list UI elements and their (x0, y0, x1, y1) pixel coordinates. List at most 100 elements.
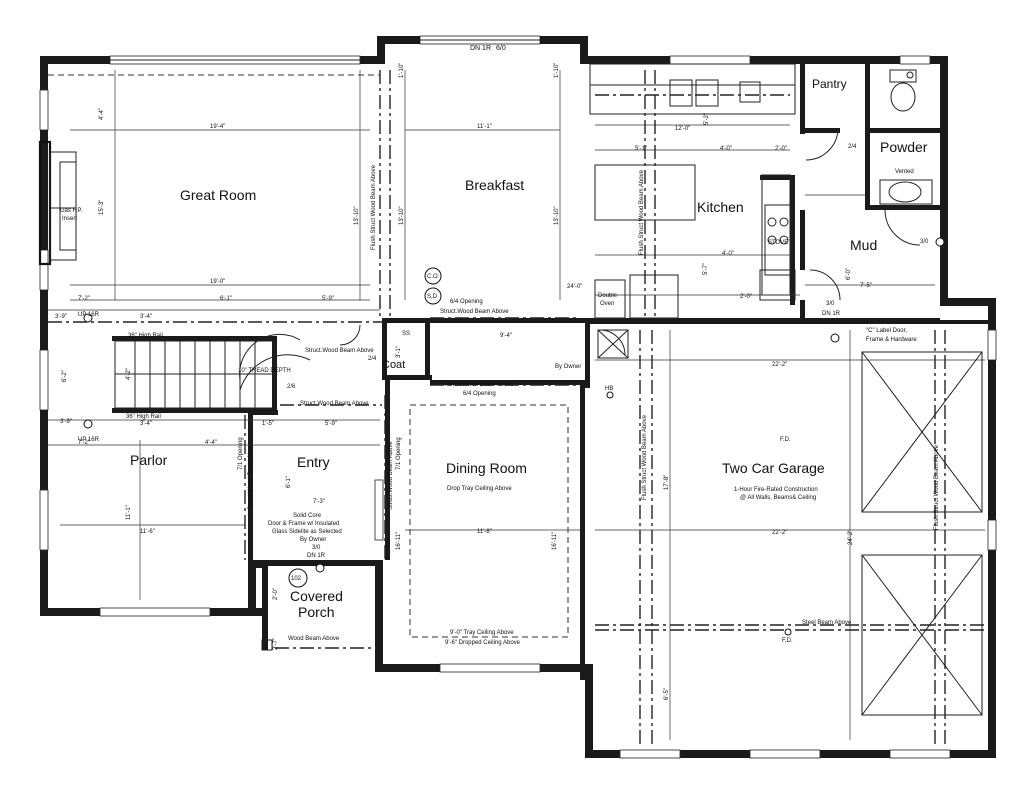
note-co: C.O (427, 274, 438, 280)
dim-6-1: 6'-1" (220, 296, 232, 302)
dim-2-0a: 2'-0" (775, 146, 787, 152)
note-c-label-2: Frame & Hardware (866, 337, 917, 343)
interior-walls (48, 64, 990, 680)
dim-3-9a: 3'-9" (55, 314, 67, 320)
dim-17-8: 17'-8" (664, 475, 670, 490)
note-wood-beam-above: Wood Beam Above (288, 636, 340, 642)
note-3-0-mud: 3/0 (826, 301, 835, 307)
powder-fixtures (879, 69, 933, 205)
room-parlor: Parlor (130, 452, 168, 468)
dim-5-9b: 5'-9" (325, 421, 337, 427)
dim-6-1b: 6'-1" (286, 476, 292, 488)
note-solid-core-1: Solid Core (293, 513, 322, 519)
note-6-0: 6/0 (496, 45, 506, 52)
note-dn-1r-entry: DN 1R (307, 553, 326, 559)
windows (39, 35, 997, 759)
room-kitchen: Kitchen (697, 199, 744, 215)
dim-4-4: 4'-4" (99, 108, 105, 120)
note-stove: STOVE (768, 240, 788, 246)
note-by-owner: By Owner (555, 364, 581, 370)
dim-12-0: 12'-0" (675, 126, 690, 132)
dim-24-2: 24'-2" (848, 530, 854, 545)
dim-2-4b: 2/4 (848, 144, 857, 150)
room-covered-porch-line1: Covered (290, 588, 343, 604)
note-tag-102: 102 (291, 576, 302, 582)
dim-7-5: 7'-5" (860, 283, 872, 289)
dim-3-4a: 3'-4" (140, 314, 152, 320)
dim-6-5: 6'-5" (664, 688, 670, 700)
room-mud: Mud (850, 237, 877, 253)
dimension-lines (48, 70, 985, 740)
note-6-4-opening-2: 6/4 Opening (463, 391, 496, 397)
dim-1-10b: 1'-10" (554, 63, 560, 78)
kitchen-island (594, 164, 696, 221)
note-dropped-ceiling: 9'-6" Dropped Ceiling Above (445, 640, 521, 646)
note-solid-core-3: Glass Sidelite as Selected (272, 529, 342, 535)
dim-4-0a: 4'-0" (720, 146, 732, 152)
dim-3-4b: 3'-4" (140, 421, 152, 427)
note-fd-2: F.D. (782, 638, 793, 644)
dim-5-1: 5'-1" (635, 146, 647, 152)
symbols (83, 237, 945, 636)
note-opening-7-1-a: 7/1 Opening (238, 437, 244, 470)
note-struct-beam-v1: Struct.Wood Beam Above (248, 441, 254, 510)
dim-2-0b: 2'-0" (740, 294, 752, 300)
dim-5-9: 5'-9" (322, 296, 334, 302)
note-double-oven-2: Oven (600, 301, 614, 307)
note-6-4-opening-1: 6/4 Opening (450, 299, 483, 305)
note-vented: Vented (895, 169, 914, 175)
dim-11-6: 11'-6" (140, 529, 155, 535)
dim-5-7: 5'-7" (703, 263, 709, 275)
dim-3-9b: 3'-9" (60, 419, 72, 425)
dim-13-10a: 13'-10" (354, 206, 360, 225)
note-flush-beam-1: Flush Struct Wood Beam Above (371, 164, 377, 250)
note-tread-depth: 10" TREAD DEPTH (238, 368, 291, 374)
dim-2-4a: 2/4 (368, 356, 377, 362)
note-flush-beam-4: Flush Struct Wood Beam Above (934, 444, 940, 530)
room-covered-porch-line2: Porch (298, 604, 335, 620)
fireplace (38, 140, 77, 266)
room-breakfast: Breakfast (465, 177, 524, 193)
dim-15-3: 15'-3" (99, 200, 105, 215)
dim-16-11a: 16'-11" (396, 532, 402, 550)
tag-102 (288, 568, 308, 588)
dim-24-0: 24'-0" (567, 284, 582, 290)
note-gas-fp-1: Gas F.P. (60, 208, 83, 214)
note-drop-tray: Drop Tray Ceiling Above (447, 486, 512, 492)
dim-13-10c: 13'-10" (554, 206, 560, 225)
dim-3-0: 3/0 (920, 239, 929, 245)
stairs (114, 333, 311, 409)
note-3-0-entry: 3/0 (312, 545, 321, 551)
note-fd-1: F.D. (780, 437, 791, 443)
room-coat: Coat (382, 359, 405, 371)
dim-7-2a: 7'-2" (78, 296, 90, 302)
doors (261, 127, 921, 651)
note-flush-beam-3: Flush Struct Wood Beam Above (642, 414, 648, 500)
note-gas-fp-2: Insert (62, 216, 77, 222)
beam-lines (244, 70, 985, 745)
dim-6-0: 6'-0" (846, 268, 852, 280)
dim-13-10b: 13'-10" (399, 206, 405, 225)
dim-1-10a: 1'-10" (399, 63, 405, 78)
dim-16-11b: 16'-11" (552, 532, 558, 550)
note-struct-beam-v2: Struct.Wood Beam Above (388, 441, 394, 510)
dim-22-2a: 22'-2" (772, 362, 787, 368)
dim-22-2b: 22'-2" (772, 530, 787, 536)
garage-doors (861, 351, 983, 716)
note-ss: SS (402, 331, 410, 337)
note-dn-1r-top: DN 1R (470, 45, 491, 52)
note-struct-beam-2: Struct.Wood Beam Above (305, 348, 374, 354)
room-two-car-garage: Two Car Garage (722, 460, 825, 476)
dim-4-2: 4'-2" (126, 368, 132, 380)
dim-5-2: 5'-2" (704, 113, 710, 125)
room-entry: Entry (297, 454, 330, 470)
dim-2-7: 2'-7" (273, 638, 279, 650)
note-opening-7-1-b: 7/1 Opening (396, 437, 402, 470)
note-up-16r-1: UP 16R (78, 312, 100, 318)
sink (669, 79, 693, 107)
note-struct-beam-1: Struct.Wood Beam Above (440, 309, 509, 315)
note-high-rail-1: 36" High Rail (128, 333, 163, 339)
dining-tray (409, 404, 569, 638)
note-c-label-1: "C" Label Door, (866, 328, 907, 334)
